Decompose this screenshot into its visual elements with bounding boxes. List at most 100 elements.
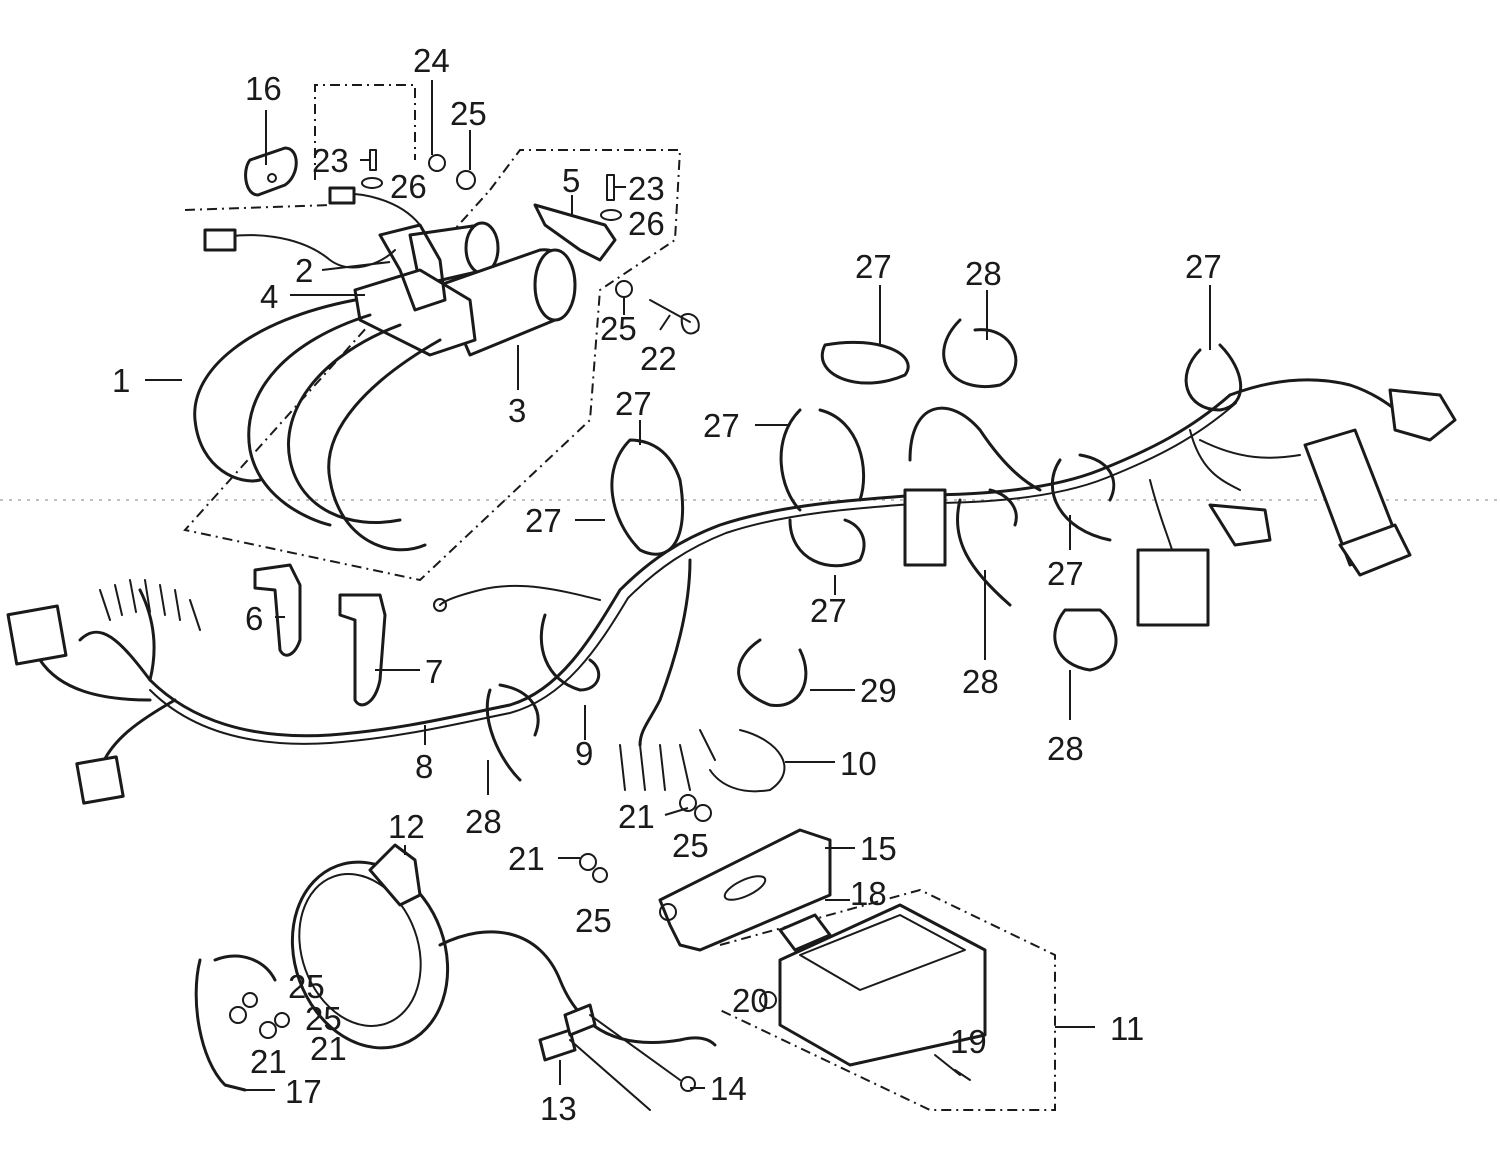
connector-13	[538, 1028, 577, 1062]
regulator-group-frame	[719, 888, 1056, 1111]
nut-21-horn-a	[229, 1006, 247, 1024]
connector-right-block	[1136, 548, 1210, 627]
coil-connector-top	[328, 186, 356, 205]
terminal-14	[680, 1076, 696, 1092]
plug-cap-7	[338, 593, 387, 707]
callout-20: 20	[732, 982, 769, 1019]
callout-17: 17	[285, 1073, 322, 1110]
callout-25-horn-a: 25	[288, 968, 325, 1005]
callout-29: 29	[860, 672, 897, 709]
clamp-28-a	[942, 318, 1018, 388]
screw-23-left	[369, 149, 377, 171]
callout-11: 11	[1110, 1010, 1144, 1047]
callout-23-left: 23	[312, 142, 349, 179]
callout-27-g: 27	[1047, 555, 1084, 592]
connector-left-bottom	[75, 755, 125, 805]
callout-24: 24	[413, 42, 450, 79]
nut-21-lower	[579, 853, 597, 871]
callout-14: 14	[710, 1070, 747, 1107]
callout-23-right: 23	[628, 170, 665, 207]
callout-28-c: 28	[1047, 730, 1084, 767]
washer-25-lower	[592, 867, 608, 883]
washer-26-left	[361, 177, 383, 189]
harness-right-branch	[1228, 378, 1412, 422]
clamp-27-e	[788, 518, 866, 568]
horn-bracket	[368, 843, 422, 907]
clamp-28-b	[955, 488, 1018, 607]
bolt-22	[649, 299, 700, 335]
callout-19: 19	[950, 1023, 987, 1060]
regulator-plate-hole	[659, 903, 677, 921]
horn-body	[290, 860, 450, 1050]
bracket-part-17	[194, 954, 277, 1092]
leader-22	[659, 314, 671, 331]
callout-21-horn-a: 21	[250, 1043, 287, 1080]
left-branch-wire	[38, 658, 152, 702]
callout-27-d: 27	[703, 407, 740, 444]
washer-25-horn-a	[242, 992, 258, 1008]
screw-19	[934, 1054, 971, 1081]
callout-25-horn-b: 25	[305, 1000, 342, 1037]
callout-1: 1	[112, 362, 130, 399]
callout-26-right: 26	[628, 205, 665, 242]
ground-wire-10	[709, 729, 786, 793]
washer-26-right	[600, 209, 622, 221]
clamp-27-d	[779, 408, 866, 512]
harness-center-branch	[638, 558, 692, 747]
callout-9: 9	[575, 735, 593, 772]
harness-condenser	[903, 488, 947, 567]
relay-plug	[1338, 523, 1412, 577]
callout-12: 12	[388, 808, 425, 845]
plug-cap-6	[253, 563, 302, 657]
harness-upper-loop	[908, 406, 1042, 492]
clamp-28-c	[1053, 608, 1118, 672]
washer-25-top	[456, 170, 476, 190]
coil-group-frame	[183, 84, 682, 582]
callout-21-horn-b: 21	[310, 1030, 347, 1067]
callout-25-center: 25	[672, 827, 709, 864]
harness-left-branch	[78, 588, 177, 772]
connector-right-top	[1388, 388, 1457, 442]
clamp-27-c	[610, 438, 685, 556]
clamp-28-d	[485, 683, 540, 782]
callout-7: 7	[425, 653, 443, 690]
harness-trunk-edge	[149, 402, 1237, 745]
regulator-box-top	[799, 914, 966, 991]
bracket-part-16	[244, 146, 298, 197]
callout-5: 5	[562, 162, 580, 199]
regulator-connector-18	[778, 913, 832, 952]
callout-27-e: 27	[525, 502, 562, 539]
callout-27-f: 27	[810, 592, 847, 629]
center-terminals	[619, 729, 716, 791]
callout-28-a: 28	[965, 255, 1002, 292]
callout-27-c: 27	[615, 385, 652, 422]
high-tension-lead-4	[327, 338, 442, 552]
regulator-box	[778, 903, 987, 1067]
callout-3: 3	[508, 392, 526, 429]
harness-upper-branch	[439, 584, 601, 606]
nut-21-horn-b	[259, 1021, 277, 1039]
screw-23-right	[606, 174, 615, 201]
callout-22: 22	[640, 340, 677, 377]
callout-labels: 1 2 3 4 5 6 7 8 9 10 11 12 13 14 15 16 1…	[112, 42, 1222, 1127]
callout-15: 15	[860, 830, 897, 867]
nut-20	[759, 991, 777, 1009]
callout-13: 13	[540, 1090, 577, 1127]
nut-21-center	[679, 794, 697, 812]
ring-terminal	[433, 598, 447, 612]
callout-4: 4	[260, 278, 278, 315]
callout-26-left: 26	[390, 168, 427, 205]
coil-connector-left	[203, 228, 237, 252]
callout-25-top: 25	[450, 95, 487, 132]
clamp-27-b	[1184, 343, 1243, 412]
high-tension-lead-2	[247, 313, 372, 527]
callout-25-mid: 25	[600, 310, 637, 347]
high-tension-lead-1	[193, 298, 357, 483]
callout-27-a: 27	[855, 248, 892, 285]
callout-10: 10	[840, 745, 877, 782]
harness-clamps	[485, 318, 1243, 782]
high-tension-lead-3	[287, 323, 402, 524]
horn-face	[298, 873, 422, 1027]
callout-27-b: 27	[1185, 248, 1222, 285]
